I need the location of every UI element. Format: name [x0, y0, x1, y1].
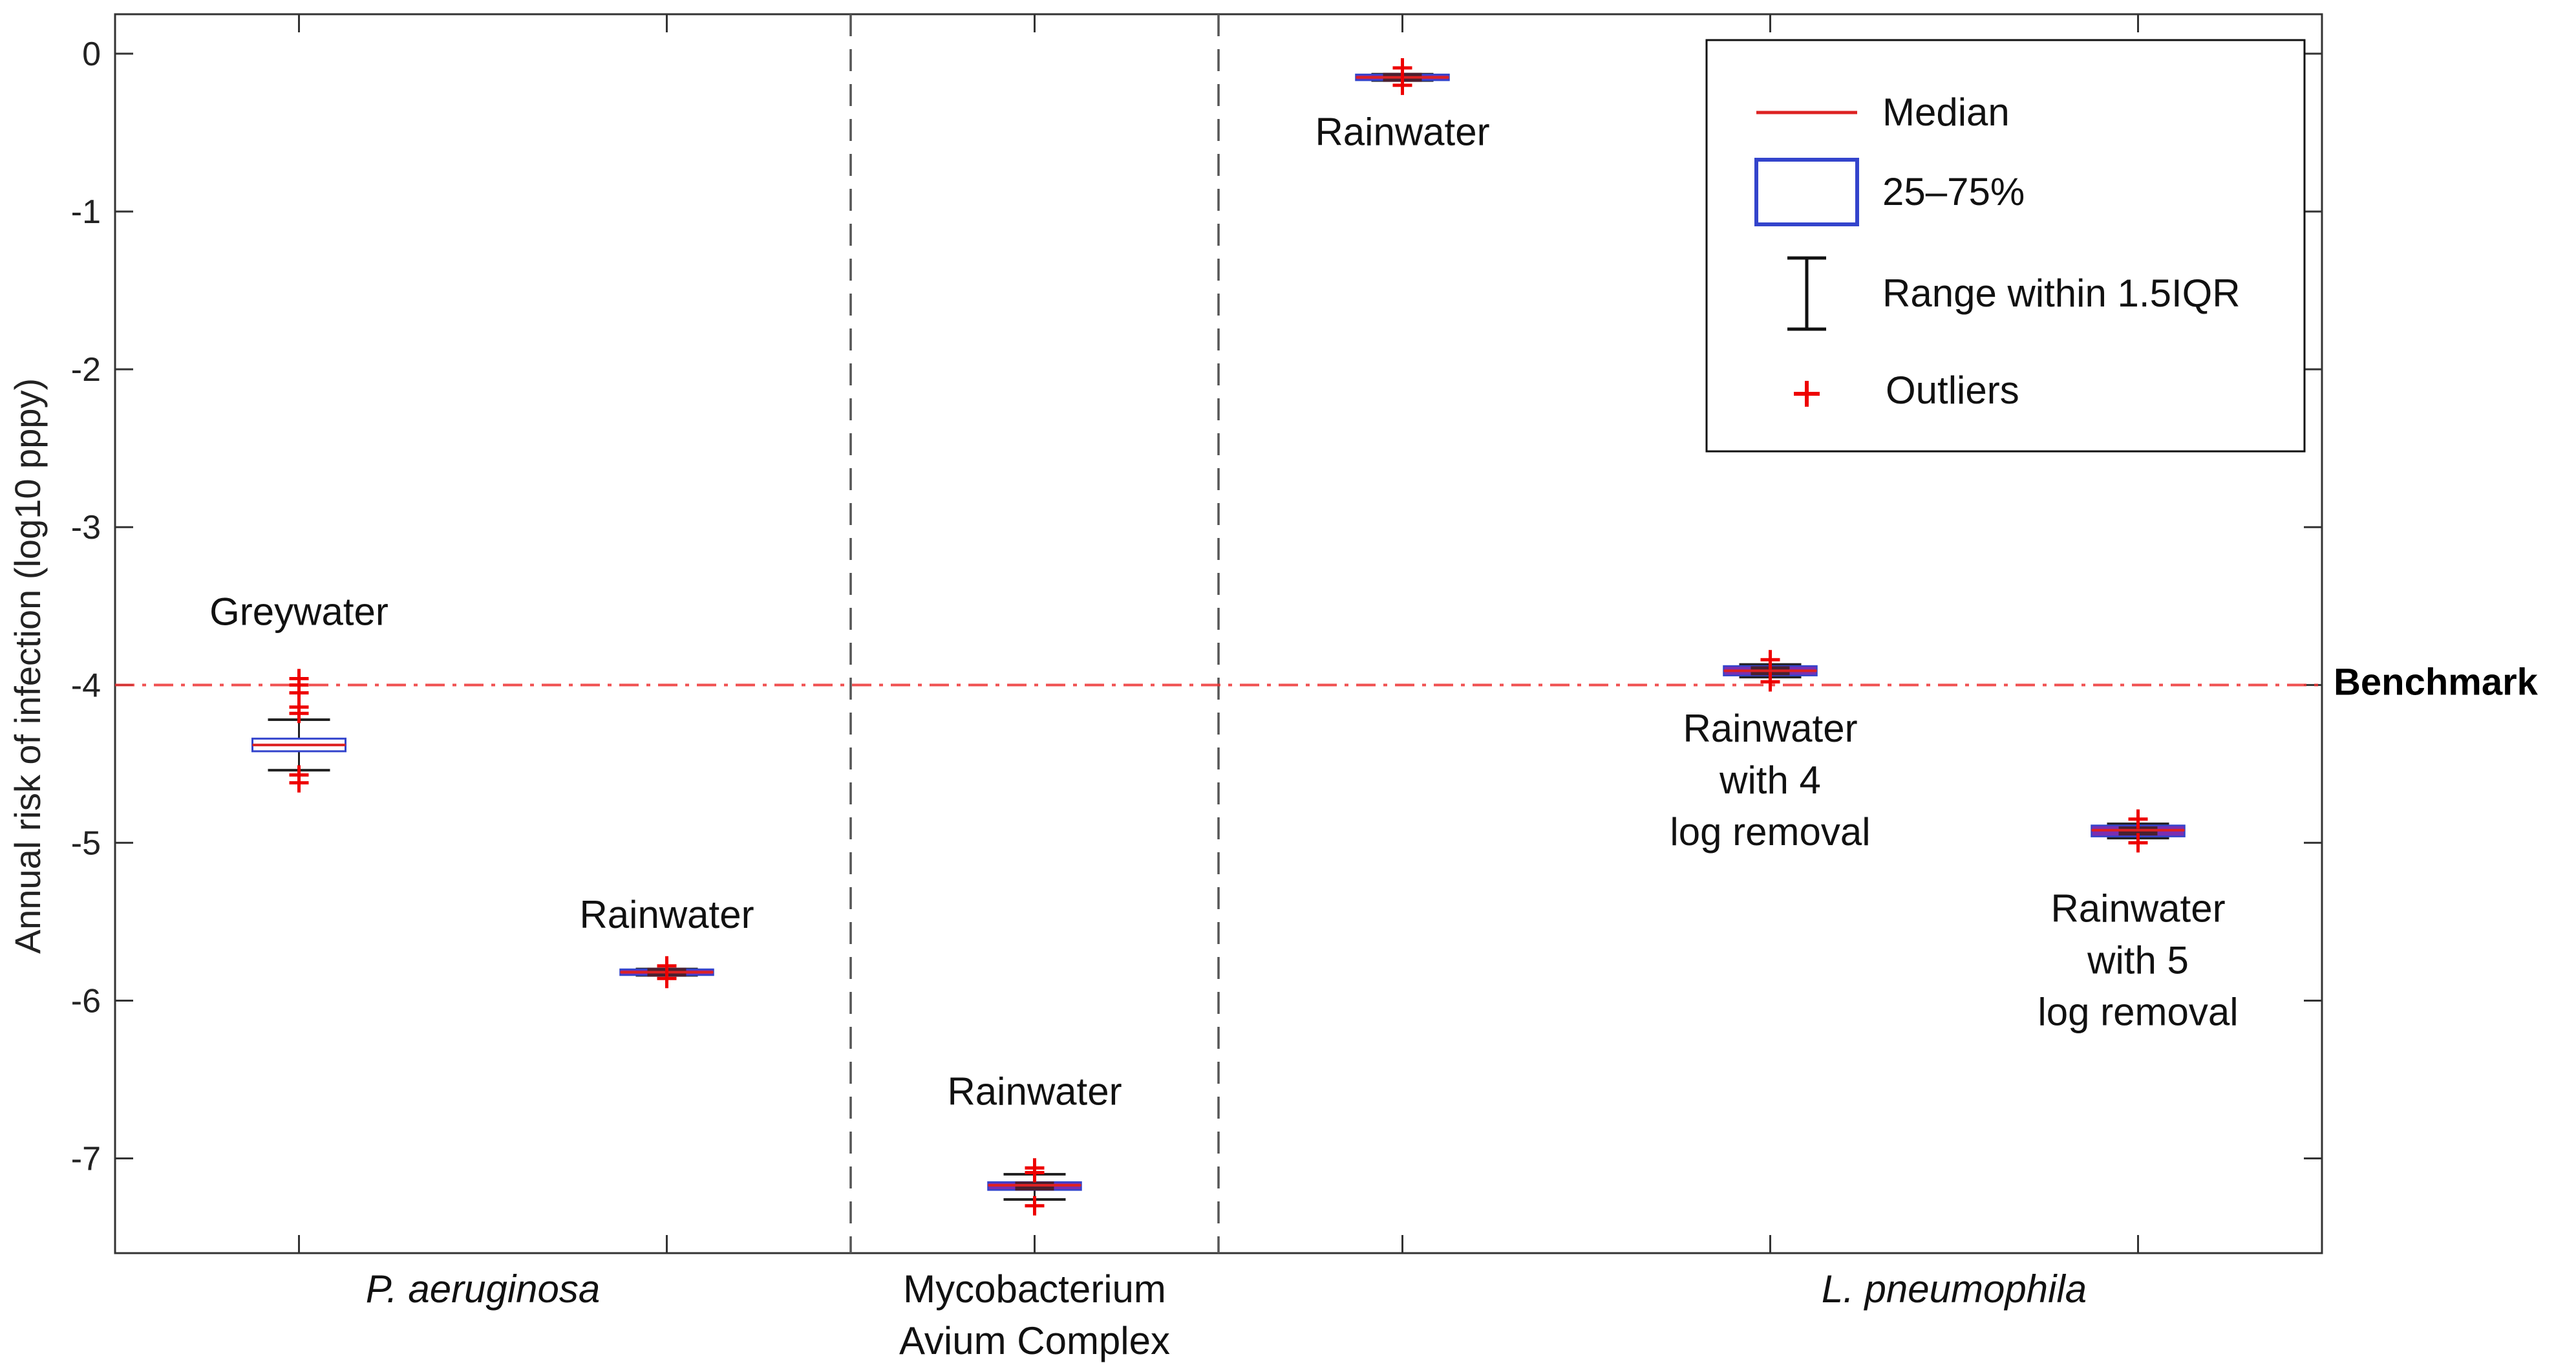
- box-label: Rainwater: [1315, 111, 1489, 154]
- box-label: Rainwater: [1683, 707, 1857, 750]
- outlier-marker: [1392, 58, 1412, 78]
- box-label: log removal: [1670, 810, 1870, 854]
- box-label: Greywater: [209, 590, 389, 634]
- box-label: with 4: [1719, 758, 1821, 802]
- x-category-label: Avium Complex: [899, 1319, 1170, 1362]
- outlier-marker: [2128, 809, 2148, 829]
- legend-entry-label: Outliers: [1886, 369, 2019, 412]
- legend-entry-label: Median: [1882, 91, 2010, 134]
- legend-entry-label: Range within 1.5IQR: [1882, 272, 2241, 315]
- benchmark-line: Benchmark: [115, 661, 2539, 704]
- box-item: [619, 956, 714, 989]
- outlier-marker: [289, 773, 309, 793]
- outlier-marker: [1025, 1163, 1045, 1183]
- outlier-marker: [1025, 1196, 1045, 1216]
- legend: Median 25–75% Range within 1.5IQR Outliers: [1705, 39, 2306, 453]
- box-item: [987, 1158, 1082, 1216]
- outlier-marker: [1392, 75, 1412, 95]
- legend-outlier-symbol: [1794, 381, 1820, 407]
- outlier-marker: [1760, 650, 1780, 670]
- box-label: Rainwater: [579, 893, 754, 936]
- box-label: Rainwater: [947, 1070, 1122, 1113]
- legend-entry-label: 25–75%: [1882, 170, 2025, 213]
- box-item: [251, 669, 346, 793]
- y-tick-label: -2: [71, 351, 101, 389]
- box-label: Rainwater: [2050, 887, 2225, 930]
- y-tick-label: -7: [71, 1141, 101, 1178]
- box-labels: GreywaterRainwaterRainwaterRainwaterRain…: [209, 111, 2238, 1113]
- y-tick-label: -6: [71, 982, 101, 1020]
- y-tick-label: 0: [82, 36, 101, 73]
- boxes: [251, 58, 2186, 1216]
- category-separators: [849, 14, 1220, 1253]
- x-category-label: L. pneumophila: [1822, 1267, 2087, 1311]
- y-tick-label: -4: [71, 667, 101, 704]
- box-item: [1355, 58, 1450, 95]
- x-category-label: P. aeruginosa: [366, 1267, 601, 1311]
- outlier-marker: [657, 956, 677, 976]
- x-category-label: Mycobacterium: [903, 1267, 1166, 1311]
- box-label: log removal: [2038, 990, 2238, 1033]
- y-tick-label: -3: [71, 509, 101, 546]
- box-label: with 5: [2087, 938, 2189, 982]
- y-axis-label: Annual risk of infection (log10 pppy): [7, 378, 48, 954]
- box-item: [1723, 650, 1818, 692]
- y-ticks: 0 -1 -2 -3 -4 -5 -6 -7: [71, 14, 2322, 1253]
- y-tick-label: -5: [71, 824, 101, 862]
- box-item: [2091, 809, 2186, 853]
- y-tick-label: -1: [71, 193, 101, 231]
- legend-box-symbol: [1754, 158, 1859, 226]
- outlier-marker: [289, 669, 309, 689]
- benchmark-label: Benchmark: [2334, 661, 2539, 704]
- outlier-marker: [1760, 672, 1780, 692]
- outlier-marker: [2128, 833, 2148, 853]
